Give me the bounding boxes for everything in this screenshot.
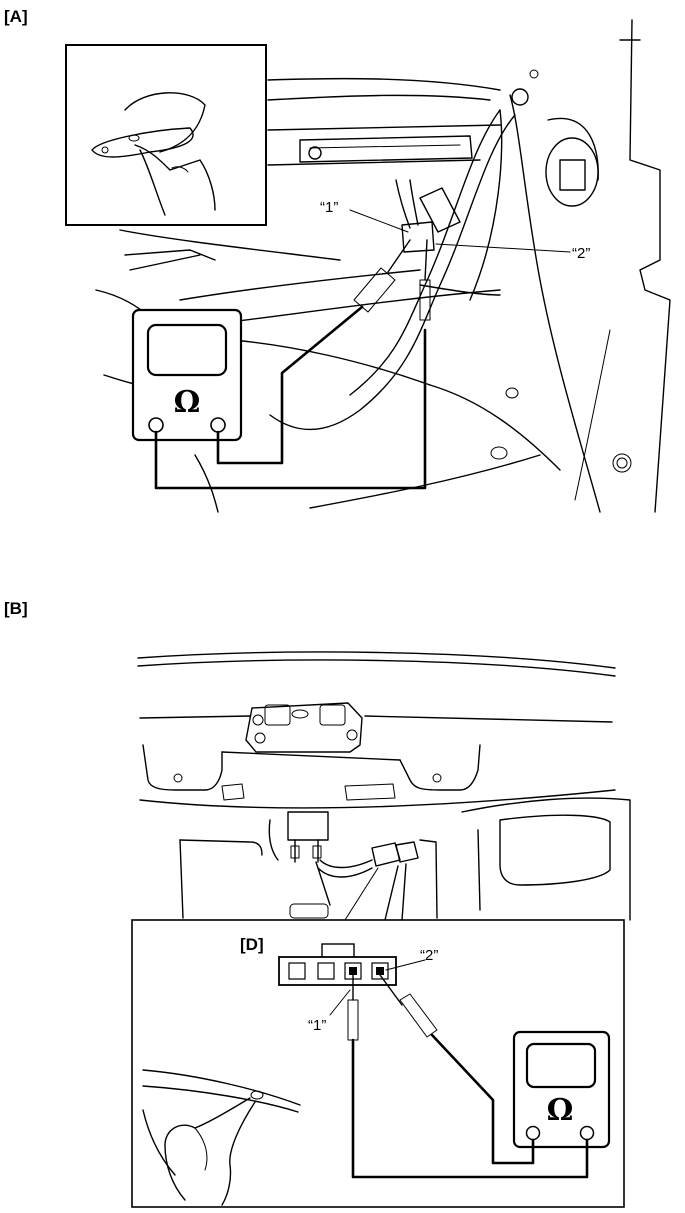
ohm-symbol-a: Ω (174, 385, 201, 420)
test-leads-a (154, 239, 431, 490)
callout-a-terminal-2: “2” (572, 245, 590, 262)
ohmmeter-a: Ω (131, 308, 243, 442)
ohm-symbol-d: Ω (547, 1093, 574, 1128)
callout-d-terminal-1: “1” (308, 1017, 326, 1034)
callouts-a: “1” “2” (320, 199, 590, 262)
panel-b-label: [B] (4, 599, 28, 618)
callout-a-terminal-1: “1” (320, 199, 338, 216)
handle-inset-a (65, 44, 267, 226)
panel-d-label: [D] (240, 935, 264, 954)
trunk-lid-drawing (137, 651, 631, 921)
connector-inset-d: [D] “2” “1” Ω (131, 919, 625, 1208)
panel-a-label: [A] (4, 7, 28, 26)
door-interior-drawing (95, 19, 671, 513)
callout-d-terminal-2: “2” (420, 947, 438, 964)
